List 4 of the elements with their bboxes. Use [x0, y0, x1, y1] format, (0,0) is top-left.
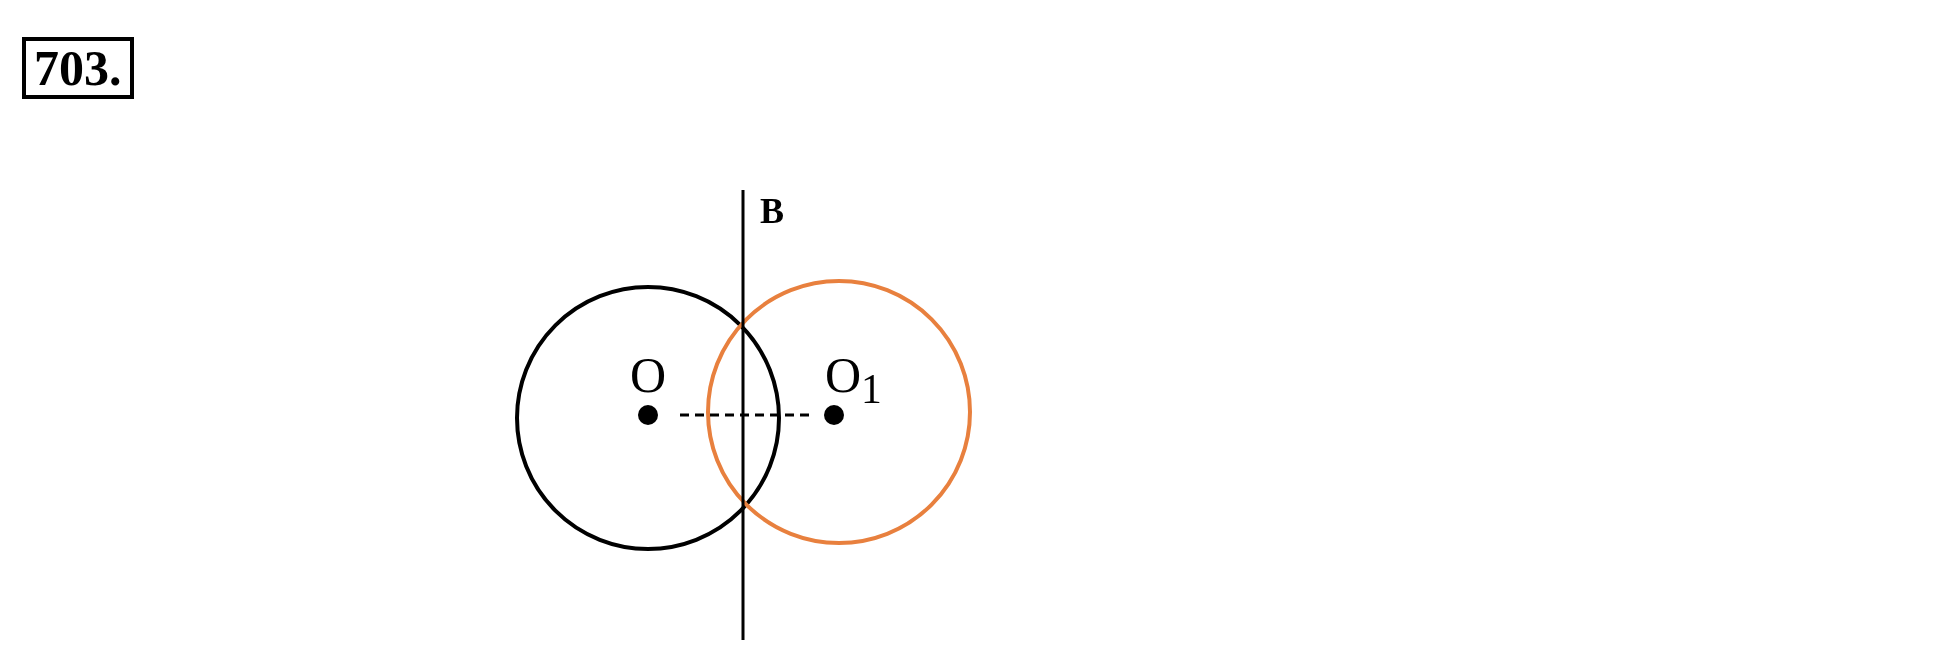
line-label: B — [760, 190, 784, 232]
point-label: O$_{1}$ — [825, 350, 882, 414]
point-label: O — [630, 350, 667, 400]
problem-number: 703. — [22, 37, 134, 99]
